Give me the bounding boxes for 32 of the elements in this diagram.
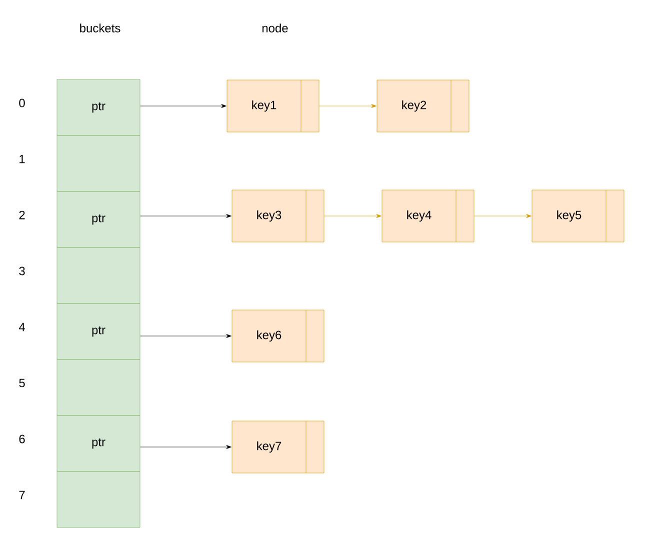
bucket-cell: ptr: [56, 79, 140, 136]
node-box: key7: [232, 420, 324, 474]
bucket-cell: ptr: [56, 415, 140, 472]
bucket-cell: ptr: [56, 191, 140, 248]
node-box: key4: [382, 190, 474, 242]
index-number: 0: [19, 98, 25, 108]
arrow: [319, 104, 376, 108]
arrow: [140, 104, 226, 108]
node-box: key6: [232, 310, 324, 362]
index-number: 5: [19, 378, 25, 388]
index-number: 2: [19, 210, 25, 220]
bucket-cell: ptr: [56, 303, 140, 360]
node-box: key1: [226, 80, 320, 132]
column-header: buckets: [80, 24, 120, 32]
node-box: key2: [376, 80, 470, 132]
index-number: 6: [19, 434, 25, 444]
index-number: 4: [18, 322, 25, 332]
arrow: [474, 214, 532, 218]
column-header: node: [262, 24, 288, 32]
index-number: 7: [19, 490, 25, 500]
arrow: [140, 214, 232, 218]
node-box: key3: [232, 190, 324, 242]
index-number: 1: [20, 154, 25, 164]
bucket-cell: [56, 359, 140, 416]
bucket-cell: [56, 471, 140, 528]
arrow: [140, 445, 232, 449]
arrow: [140, 334, 232, 338]
bucket-cell: [56, 247, 140, 304]
arrow: [324, 214, 382, 218]
index-number: 3: [19, 266, 25, 276]
bucket-cell: [56, 135, 140, 192]
node-box: key5: [532, 190, 624, 242]
